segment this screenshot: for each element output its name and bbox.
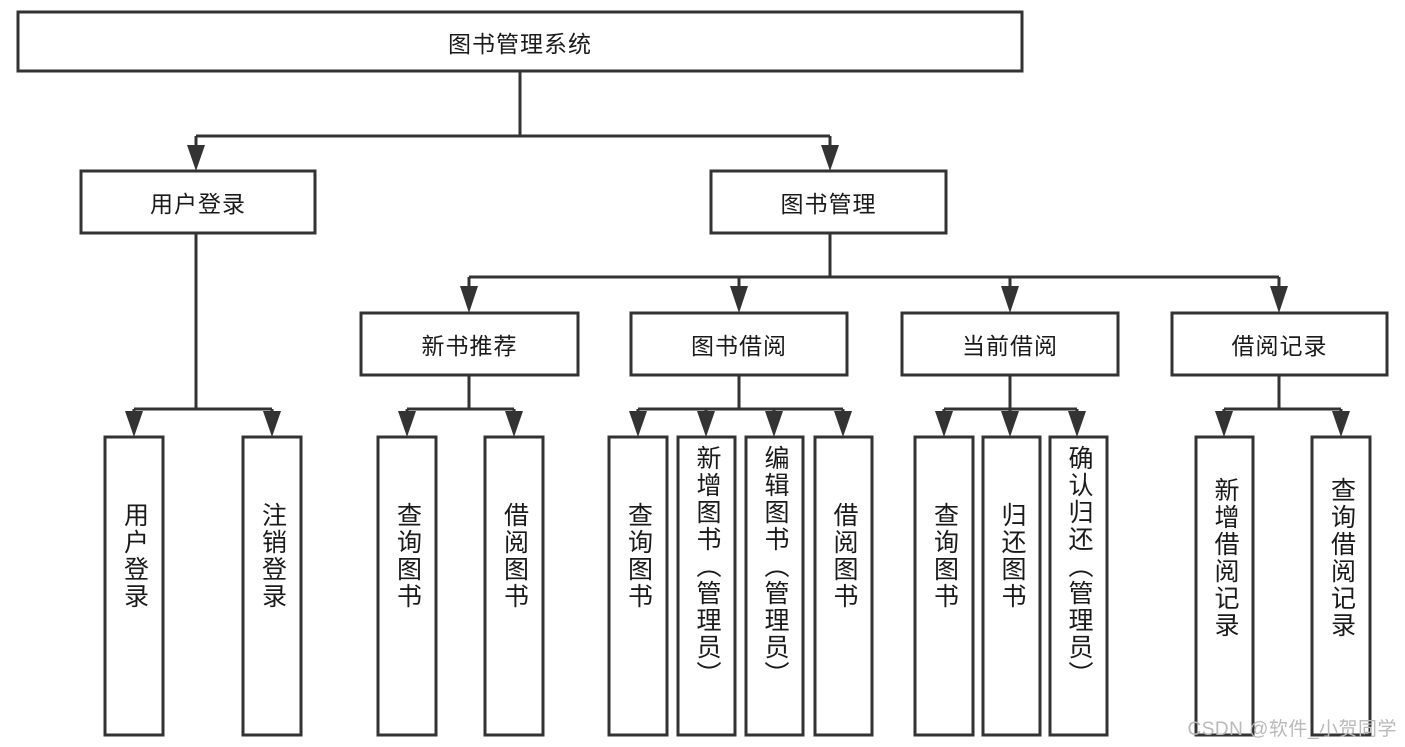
arrow-root-to-book-mgmt (821, 145, 839, 171)
node-leaf-confirm-return-admin[interactable] (1048, 435, 1109, 737)
arrow-newbook-leaf2 (505, 411, 523, 437)
node-leaf-query-borrow-record[interactable] (1310, 435, 1372, 737)
node-leaf-add-borrow-record[interactable] (1194, 435, 1255, 737)
node-leaf-edit-book-admin[interactable] (744, 435, 805, 737)
arrow-userlogin-leaf1 (125, 411, 143, 437)
arrow-to-book-borrow (730, 286, 748, 313)
node-leaf-return-book[interactable] (981, 435, 1042, 737)
arrow-newbook-leaf1 (398, 411, 416, 437)
edges-bookborrow-to-leaves (629, 376, 852, 437)
arrow-currentborrow-leaf1 (935, 411, 953, 437)
node-leaf-user-login[interactable] (103, 435, 165, 737)
node-current-borrow[interactable] (900, 311, 1120, 377)
node-leaf-logout[interactable] (241, 435, 303, 737)
node-book-management[interactable] (709, 169, 948, 235)
node-root-book-management-system[interactable] (16, 10, 1024, 73)
node-leaf-query-books-recommend[interactable] (376, 435, 438, 737)
arrow-bookborrow-leaf4 (834, 411, 852, 437)
arrow-to-current-borrow (1001, 286, 1019, 313)
node-leaf-add-book-admin[interactable] (676, 435, 737, 737)
node-leaf-borrow-books-recommend[interactable] (483, 435, 545, 737)
edges-userlogin-to-leaves (125, 233, 281, 437)
arrow-bookborrow-leaf3 (765, 411, 783, 437)
edges-root-to-level2 (187, 71, 839, 171)
arrow-borrowrecords-leaf2 (1332, 411, 1350, 437)
node-leaf-borrow-book[interactable] (813, 435, 874, 737)
arrow-bookborrow-leaf1 (629, 411, 647, 437)
edges-currentborrow-to-leaves (935, 376, 1086, 437)
node-user-login[interactable] (79, 169, 317, 235)
node-book-borrow[interactable] (629, 311, 849, 377)
arrow-root-to-user-login (187, 145, 205, 171)
arrow-borrowrecords-leaf1 (1215, 411, 1233, 437)
node-leaf-query-books-borrow[interactable] (607, 435, 669, 737)
node-new-book-recommend[interactable] (359, 311, 580, 377)
edges-bookmgmt-to-level3 (460, 233, 1288, 313)
arrow-userlogin-leaf2 (263, 411, 281, 437)
node-leaf-query-books-current[interactable] (913, 435, 975, 737)
arrow-to-borrow-records (1270, 286, 1288, 313)
arrow-bookborrow-leaf2 (697, 411, 715, 437)
arrow-currentborrow-leaf2 (1001, 411, 1019, 437)
edges-borrowrecords-to-leaves (1215, 376, 1350, 437)
arrow-currentborrow-leaf3 (1068, 411, 1086, 437)
node-borrow-records[interactable] (1170, 311, 1389, 377)
arrow-to-new-book (460, 286, 478, 313)
edges-newbook-to-leaves (398, 376, 523, 437)
